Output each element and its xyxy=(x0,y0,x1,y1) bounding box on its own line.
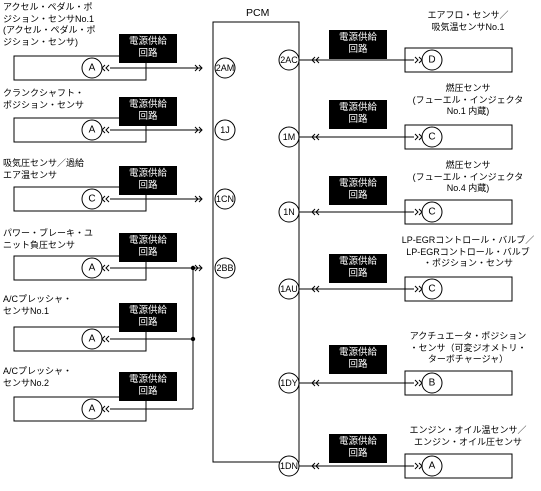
left-sensor-label-4: パワー・ブレーキ・ユ ニット負圧センサ xyxy=(3,228,94,250)
left-power-block-5: 電源供給回路 xyxy=(119,303,177,332)
left-bus-junction-2 xyxy=(190,336,196,342)
pcm-box xyxy=(212,21,300,463)
right-power-block-5: 電源供給回路 xyxy=(329,345,387,374)
right-pin-id-3: 1N xyxy=(283,207,295,217)
right-sensor-label-6: エンジン・オイル温センサ／ エンジン・オイル圧センサ xyxy=(409,425,527,447)
right-connector-box-1 xyxy=(404,47,513,73)
left-connector-id-4: A xyxy=(89,263,96,274)
right-power-block-6: 電源供給回路 xyxy=(329,434,387,463)
right-connector-box-4 xyxy=(404,276,513,302)
right-pin-circle-6 xyxy=(278,455,300,477)
right-connector-id-6: A xyxy=(429,461,436,472)
right-pin-circle-5 xyxy=(278,372,300,394)
left-pin-id-2: 1J xyxy=(220,125,230,135)
left-pin-circle-3 xyxy=(214,188,236,210)
right-pin-circle-2 xyxy=(278,126,300,148)
right-connector-chevron-4 xyxy=(414,285,423,293)
left-bus-junction-1 xyxy=(190,265,196,271)
right-power-block-4: 電源供給回路 xyxy=(329,254,387,283)
left-sensor-label-2: クランクシャフト・ ポジション・センサ xyxy=(3,88,85,110)
left-connector-id-5: A xyxy=(89,334,96,345)
right-connector-box-5 xyxy=(404,370,513,396)
left-connector-chevron-4 xyxy=(101,264,110,272)
right-pin-chevron-4 xyxy=(311,285,320,293)
left-power-block-1: 電源供給回路 xyxy=(119,34,177,63)
left-pin-id-3: 1CN xyxy=(216,194,234,204)
right-pin-chevron-6 xyxy=(311,462,320,470)
right-sensor-label-4: LP-EGRコントロール・バルブ／ LP-EGRコントロール・バルブ ・ポジショ… xyxy=(401,235,535,268)
right-pin-chevron-1 xyxy=(311,56,320,64)
left-connector-id-2: A xyxy=(89,125,96,136)
left-power-block-4: 電源供給回路 xyxy=(119,233,177,262)
left-sensor-label-3: 吸気圧センサ／過給 エア温センサ xyxy=(3,158,85,180)
right-sensor-label-1: エアフロ・センサ／ 吸気温センサNo.1 xyxy=(427,10,509,32)
right-pin-id-4: 1AU xyxy=(280,284,298,294)
left-pin-id-4: 2BB xyxy=(216,263,233,273)
left-sensor-label-6: A/Cプレッシャ・ センサNo.2 xyxy=(3,366,73,388)
left-pin-circle-4 xyxy=(214,257,236,279)
right-pin-chevron-5 xyxy=(311,379,320,387)
right-connector-id-3: C xyxy=(428,207,435,218)
right-pin-id-1: 2AC xyxy=(280,55,298,65)
left-connector-chevron-3 xyxy=(101,195,110,203)
left-pin-circle-2 xyxy=(214,119,236,141)
left-pin-chevron-3 xyxy=(194,195,203,203)
right-pin-circle-4 xyxy=(278,278,300,300)
right-pin-id-2: 1M xyxy=(283,132,296,142)
right-connector-id-5: B xyxy=(429,378,436,389)
right-connector-box-3 xyxy=(404,199,513,225)
right-connector-id-2: C xyxy=(428,132,435,143)
right-connector-chevron-3 xyxy=(414,208,423,216)
right-connector-chevron-6 xyxy=(414,462,423,470)
right-power-block-2: 電源供給回路 xyxy=(329,100,387,129)
left-pin-circle-1 xyxy=(214,57,236,79)
left-connector-chevron-5 xyxy=(101,335,110,343)
pcm-title: PCM xyxy=(246,7,270,19)
right-sensor-label-2: 燃圧センサ (フューエル・インジェクタ No.1 内蔵) xyxy=(412,83,524,116)
left-pin-chevron-2 xyxy=(194,126,203,134)
right-connector-box-6 xyxy=(404,453,513,479)
right-power-block-1: 電源供給回路 xyxy=(329,30,387,59)
right-connector-chevron-5 xyxy=(414,379,423,387)
left-connector-id-6: A xyxy=(89,404,96,415)
left-connector-chevron-1 xyxy=(101,64,110,72)
right-pin-id-6: 1DN xyxy=(280,461,298,471)
left-power-block-6: 電源供給回路 xyxy=(119,372,177,401)
right-pin-circle-3 xyxy=(278,201,300,223)
right-pin-chevron-2 xyxy=(311,133,320,141)
left-connector-id-1: A xyxy=(89,63,96,74)
left-pin-chevron-1 xyxy=(194,64,203,72)
left-pin-id-1: 2AM xyxy=(216,63,235,73)
right-connector-chevron-1 xyxy=(414,56,423,64)
right-connector-box-2 xyxy=(404,124,513,150)
right-pin-circle-1 xyxy=(278,49,300,71)
left-connector-id-3: C xyxy=(88,194,95,205)
right-connector-id-4: C xyxy=(428,284,435,295)
right-pin-id-5: 1DY xyxy=(280,378,298,388)
left-sensor-label-1: アクセル・ペダル・ポ ジション・センサNo.1 (アクセル・ペダル・ポ ジション… xyxy=(3,2,96,47)
left-power-block-3: 電源供給回路 xyxy=(119,166,177,195)
right-connector-id-1: D xyxy=(428,55,435,66)
right-power-block-3: 電源供給回路 xyxy=(329,176,387,205)
left-sensor-label-5: A/Cプレッシャ・ センサNo.1 xyxy=(3,294,73,316)
left-connector-chevron-2 xyxy=(101,126,110,134)
left-pin-chevron-4 xyxy=(194,264,203,272)
left-power-block-2: 電源供給回路 xyxy=(119,97,177,126)
right-pin-chevron-3 xyxy=(311,208,320,216)
right-sensor-label-5: アクチュエータ・ポジション ・センサ（可変ジオメトリ・ ターボチャージャ） xyxy=(409,331,527,364)
right-connector-chevron-2 xyxy=(414,133,423,141)
right-sensor-label-3: 燃圧センサ (フューエル・インジェクタ No.4 内蔵) xyxy=(412,160,524,193)
left-connector-chevron-6 xyxy=(101,405,110,413)
